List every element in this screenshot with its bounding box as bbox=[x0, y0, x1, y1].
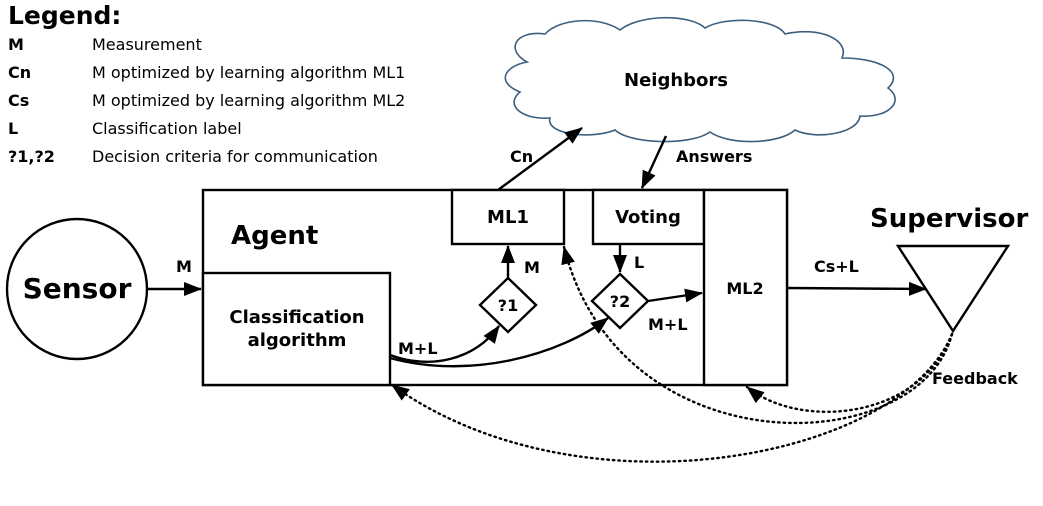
ml1-to-neighbors-label: Cn bbox=[510, 147, 533, 166]
legend-key: Cs bbox=[8, 91, 29, 110]
classifier-to-decision2-arrow bbox=[389, 317, 609, 368]
legend: Legend: M Measurement Cn M optimized by … bbox=[8, 1, 405, 166]
legend-key: M bbox=[8, 35, 24, 54]
classifier-to-decision1-arrow bbox=[389, 325, 500, 363]
legend-desc: Measurement bbox=[92, 35, 202, 54]
decision-2-label: ?2 bbox=[610, 292, 630, 311]
legend-key: ?1,?2 bbox=[8, 147, 55, 166]
neighbors-label: Neighbors bbox=[624, 70, 728, 91]
ml1-box bbox=[450, 188, 566, 246]
legend-desc: Classification label bbox=[92, 119, 242, 138]
sensor-label: Sensor bbox=[23, 272, 132, 305]
legend-item: M Measurement bbox=[8, 35, 202, 54]
legend-title: Legend: bbox=[8, 1, 121, 30]
supervisor-label: Supervisor bbox=[870, 204, 1029, 234]
voting-to-decision2-label: L bbox=[634, 253, 644, 272]
legend-desc: M optimized by learning algorithm ML1 bbox=[92, 63, 405, 82]
decision2-to-ml2-arrow bbox=[647, 288, 703, 303]
legend-key: L bbox=[8, 119, 18, 138]
ml2-label: ML2 bbox=[726, 279, 763, 298]
decision-1-label: ?1 bbox=[498, 296, 518, 315]
decision1-to-ml1-label: M bbox=[524, 258, 540, 277]
legend-item: ?1,?2 Decision criteria for communicatio… bbox=[8, 147, 378, 166]
sensor-to-agent-label: M bbox=[176, 257, 192, 276]
legend-desc: M optimized by learning algorithm ML2 bbox=[92, 91, 405, 110]
ml1-label: ML1 bbox=[487, 207, 529, 228]
classification-label-line2: algorithm bbox=[248, 330, 347, 351]
neighbors-to-voting-arrow bbox=[640, 135, 668, 189]
feedback-label: Feedback bbox=[932, 369, 1018, 388]
ml1-to-neighbors-arrow bbox=[497, 127, 583, 191]
feedback-to-ml1-arrow bbox=[561, 245, 954, 425]
legend-desc: Decision criteria for communication bbox=[92, 147, 378, 166]
classifier-output-label: M+L bbox=[398, 339, 438, 358]
decision-2-diamond bbox=[590, 272, 650, 330]
legend-item: L Classification label bbox=[8, 119, 242, 138]
neighbors-cloud: Neighbors bbox=[504, 16, 896, 143]
decision2-to-ml2-label: M+L bbox=[648, 315, 688, 334]
voting-label: Voting bbox=[615, 207, 681, 228]
legend-item: Cs M optimized by learning algorithm ML2 bbox=[8, 91, 405, 110]
classification-algorithm-box bbox=[201, 271, 392, 387]
legend-key: Cn bbox=[8, 63, 31, 82]
neighbors-to-voting-label: Answers bbox=[676, 147, 752, 166]
feedback-to-ml2-arrow bbox=[745, 332, 954, 413]
voting-box bbox=[591, 188, 706, 246]
ml2-to-supervisor-arrow bbox=[786, 281, 927, 296]
classification-label-line1: Classification bbox=[229, 307, 364, 328]
ml2-box bbox=[702, 188, 789, 387]
decision-1-diamond bbox=[478, 276, 538, 334]
ml2-to-supervisor-label: Cs+L bbox=[814, 257, 859, 276]
agent-label: Agent bbox=[231, 221, 318, 251]
legend-item: Cn M optimized by learning algorithm ML1 bbox=[8, 63, 405, 82]
